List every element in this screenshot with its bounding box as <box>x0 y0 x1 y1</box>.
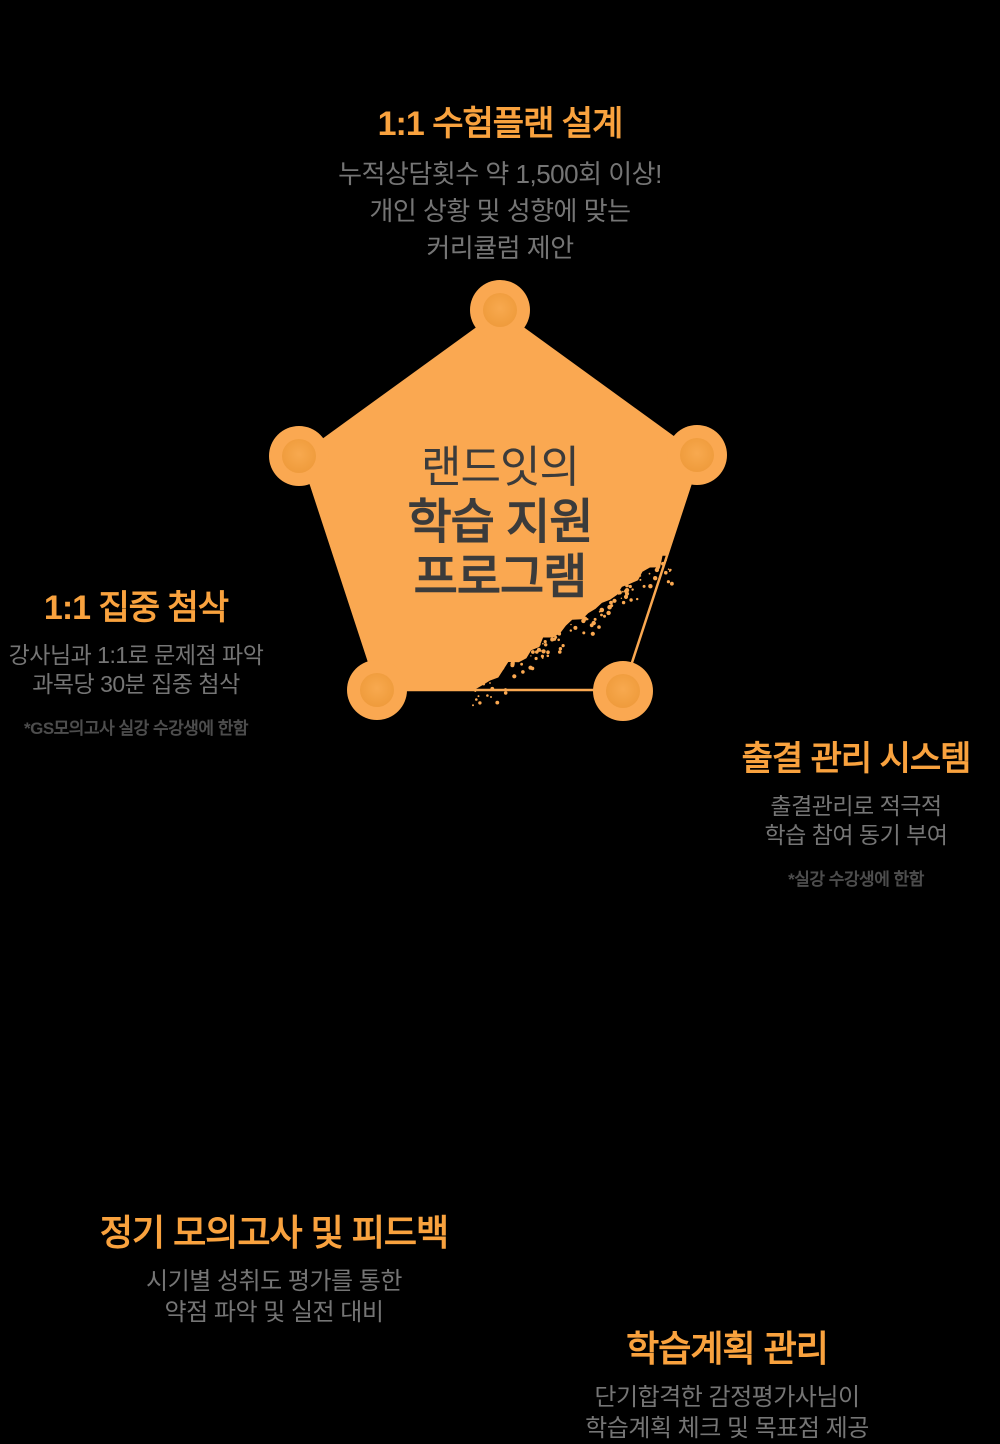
section-study-plan-title: 학습계획 관리 <box>626 1328 829 1369</box>
program-title-line3: 프로그램 <box>413 551 588 604</box>
section-attendance-body: 출결관리로 적극적 학습 참여 동기 부여 <box>356 792 1000 850</box>
section-attendance-title: 출결 관리 시스템 <box>741 740 972 778</box>
vertex-inner-circle-top <box>483 293 517 327</box>
body-line: 출결관리로 적극적 <box>770 793 942 819</box>
section-mock-exam: 정기 모의고사 및 피드백 시기별 성취도 평가를 통한 약점 파악 및 실전 … <box>0 1212 774 1328</box>
section-study-plan: 학습계획 관리 단기합격한 감정평가사님이 학습계획 체크 및 목표점 제공 <box>227 1328 1000 1444</box>
body-line: 약점 파악 및 실전 대비 <box>164 1299 384 1326</box>
section-attendance: 출결 관리 시스템 출결관리로 적극적 학습 참여 동기 부여 *실강 수강생에… <box>356 739 1000 890</box>
section-study-plan-body: 단기합격한 감정평가사님이 학습계획 체크 및 목표점 제공 <box>227 1382 1000 1444</box>
body-line: 단기합격한 감정평가사님이 <box>594 1384 860 1411</box>
pentagon-shape <box>300 310 700 690</box>
vertex-inner-circle-bottom-left <box>360 673 394 707</box>
section-correction: 1:1 집중 첨삭 강사님과 1:1로 문제점 파악 과목당 30분 집중 첨삭… <box>0 588 636 739</box>
body-line: 학습 참여 동기 부여 <box>764 822 948 848</box>
program-title: 랜드잇의 학습 지원 프로그램 <box>407 440 594 605</box>
section-mock-exam-body: 시기별 성취도 평가를 통한 약점 파악 및 실전 대비 <box>0 1266 774 1328</box>
body-line: 누적상담횟수 약 1,500회 이상! <box>338 159 662 189</box>
body-line: 과목당 30분 집중 첨삭 <box>32 671 240 697</box>
body-line: 학습계획 체크 및 목표점 제공 <box>585 1415 869 1442</box>
section-exam-plan-body: 누적상담횟수 약 1,500회 이상! 개인 상황 및 성향에 맞는 커리큘럼 … <box>0 156 1000 267</box>
section-attendance-note: *실강 수강생에 한함 <box>788 870 924 889</box>
section-correction-title: 1:1 집중 첨삭 <box>43 589 229 627</box>
vertex-inner-circle-right <box>680 438 714 472</box>
program-title-line1: 랜드잇의 <box>421 443 580 492</box>
body-line: 개인 상황 및 성향에 맞는 <box>369 196 631 226</box>
pentagon-diagram <box>269 280 727 721</box>
section-correction-body: 강사님과 1:1로 문제점 파악 과목당 30분 집중 첨삭 <box>0 641 636 699</box>
body-line: 커리큘럼 제안 <box>426 233 574 263</box>
program-title-line2: 학습 지원 <box>407 496 594 549</box>
section-exam-plan: 1:1 수험플랜 설계 누적상담횟수 약 1,500회 이상! 개인 상황 및 … <box>0 104 1000 267</box>
body-line: 강사님과 1:1로 문제점 파악 <box>8 642 264 668</box>
vertex-inner-circle-left <box>282 439 316 473</box>
section-exam-plan-title: 1:1 수험플랜 설계 <box>377 105 624 143</box>
section-correction-note: *GS모의고사 실강 수강생에 한함 <box>23 719 249 738</box>
vertex-inner-circle-bottom-right <box>606 674 640 708</box>
infographic-stage: 랜드잇의 학습 지원 프로그램 1:1 수험플랜 설계 누적상담횟수 약 1,5… <box>0 104 1000 1442</box>
section-mock-exam-title: 정기 모의고사 및 피드백 <box>99 1212 449 1253</box>
torn-edge-grain <box>472 558 674 707</box>
body-line: 시기별 성취도 평가를 통한 <box>146 1268 402 1295</box>
